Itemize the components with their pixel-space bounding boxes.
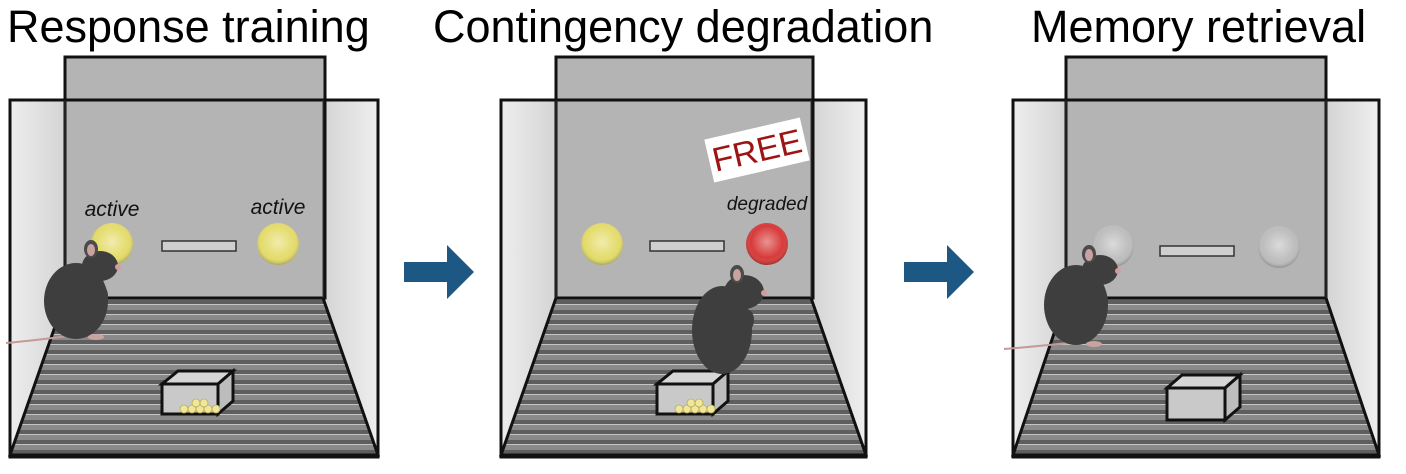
- mouse-icon: [1003, 245, 1121, 350]
- panel-title-contingency-degradation: Contingency degradation: [433, 1, 934, 52]
- right-arrow-icon: [404, 245, 474, 299]
- left-lever-label: active: [85, 198, 140, 221]
- mouse-icon: [5, 240, 121, 344]
- food-pellet-icon: [674, 398, 716, 414]
- right-lever-label: active: [251, 196, 306, 219]
- food-magazine: [157, 367, 238, 418]
- panel-title-response-training: Response training: [7, 1, 370, 52]
- right-lever-label: degraded: [727, 194, 809, 215]
- food-magazine: [1162, 371, 1245, 424]
- food-port: [649, 240, 725, 252]
- food-port: [161, 240, 237, 252]
- panel-memory-retrieval: [1003, 55, 1382, 459]
- food-port: [1159, 245, 1235, 257]
- food-pellet-icon: [179, 398, 221, 414]
- panel-response-training: active active: [5, 55, 381, 459]
- food-magazine: [652, 367, 733, 418]
- right-arrow-icon: [904, 245, 974, 299]
- panel-title-memory-retrieval: Memory retrieval: [1031, 1, 1367, 52]
- mouse-icon: [692, 265, 767, 374]
- panel-contingency-degradation: degraded FREE: [498, 55, 869, 459]
